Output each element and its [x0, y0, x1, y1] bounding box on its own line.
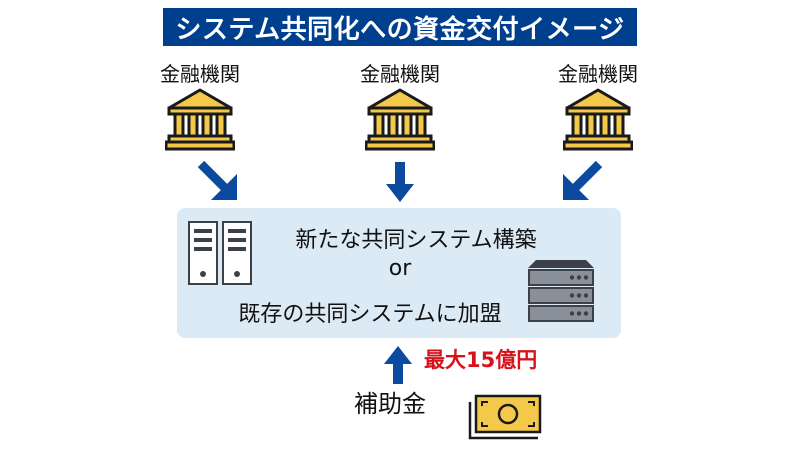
banknote-icon: [468, 394, 542, 440]
option-new-system: 新たな共同システム構築: [295, 228, 537, 253]
arrow-up-icon: [384, 346, 412, 384]
server-rack-icon: [528, 260, 594, 322]
subsidy-amount: 最大15億円: [424, 348, 538, 372]
arrow-down-right-icon: [197, 160, 237, 200]
bank-icon: [165, 88, 235, 151]
bank-icon: [563, 88, 633, 151]
subsidy-label: 補助金: [354, 390, 426, 418]
server-tower-icon: [188, 221, 252, 285]
option-existing-system: 既存の共同システムに加盟: [238, 302, 502, 327]
arrow-down-icon: [386, 162, 414, 202]
institution-label-2: 金融機関: [360, 62, 440, 86]
diagram-title: システム共同化への資金交付イメージ: [163, 8, 637, 46]
institution-label-3: 金融機関: [558, 62, 638, 86]
arrow-down-left-icon: [563, 160, 603, 200]
institution-label-1: 金融機関: [160, 62, 240, 86]
option-connector: or: [388, 256, 412, 281]
bank-icon: [365, 88, 435, 151]
